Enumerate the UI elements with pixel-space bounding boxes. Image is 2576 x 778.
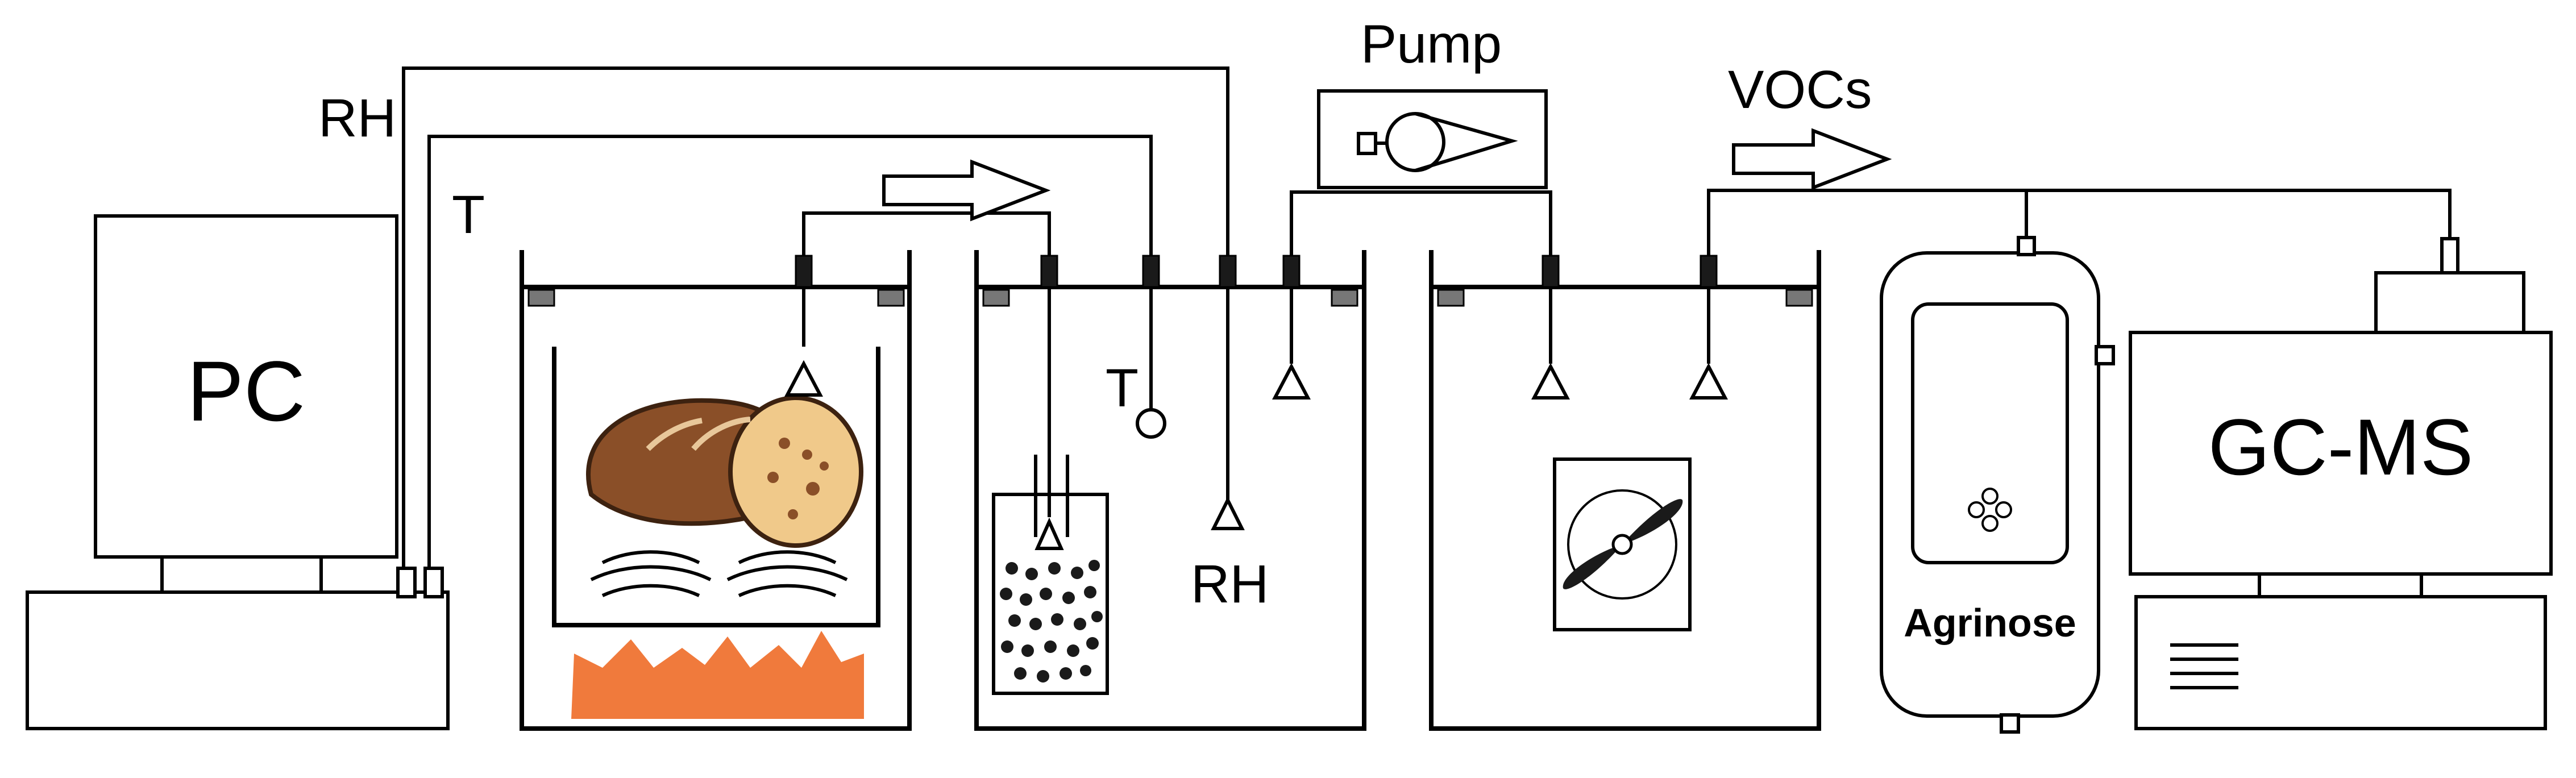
gc-ms-stand (2258, 572, 2423, 598)
port-adsorbent (1040, 255, 1058, 288)
fan-icon (1553, 457, 1692, 631)
lid-seal-left (982, 289, 1010, 307)
t-cable-label: T (452, 185, 485, 245)
sensor-chamber-walls (974, 250, 1366, 731)
lid-seal-right (1785, 289, 1813, 307)
port-pump-return (1542, 255, 1560, 288)
rh-probe-label: RH (1191, 554, 1269, 614)
inlet-funnel-icon (1689, 363, 1728, 400)
pc-monitor (94, 214, 398, 559)
lid-seal-right (1331, 289, 1358, 307)
baking-chamber-port (795, 255, 813, 288)
gc-ms-injector (2374, 271, 2525, 334)
rh-cable-label: RH (318, 88, 396, 148)
vocs-label: VOCs (1728, 60, 1872, 120)
pc-unit: PC (26, 214, 450, 730)
gc-ms-label: GC-MS (2208, 402, 2474, 492)
inlet-funnel-icon (1531, 363, 1570, 400)
agrinose-device: Agrinose (1880, 236, 2115, 734)
gc-ms-unit: GC-MS (2129, 237, 2553, 730)
t-probe-label: T (1106, 358, 1139, 418)
adsorbent-beads-icon (1000, 560, 1103, 683)
sensor-chamber: T RH (974, 250, 1366, 731)
inlet-funnel-icon (784, 360, 823, 397)
gc-ms-body (2129, 331, 2553, 576)
flame-icon (571, 631, 864, 719)
gc-ms-base (2134, 595, 2547, 730)
baking-chamber (520, 250, 912, 731)
agrinose-label: Agrinose (1904, 601, 2076, 645)
port-vocs-out (1700, 255, 1718, 288)
pump: Pump (1317, 14, 1548, 189)
mixing-chamber (1429, 250, 1821, 731)
inlet-funnel-icon (1034, 517, 1064, 550)
vent-icon (2170, 643, 2238, 689)
agrinose-screen (1911, 302, 2069, 564)
rh-probe (1211, 496, 1245, 530)
flow-arrow-icon (1732, 128, 1892, 190)
sensor-array-icon (1968, 488, 2012, 532)
agrinose-side-port (2095, 345, 2115, 365)
port-t (1142, 255, 1160, 288)
port-outlet (1282, 255, 1301, 288)
lid-seal-left (527, 289, 555, 307)
agrinose-inlet (2017, 236, 2036, 256)
mixing-chamber-walls (1429, 250, 1821, 731)
pc-port-rh (396, 567, 417, 598)
t-probe (1136, 408, 1166, 439)
pc-monitor-stand (160, 555, 323, 594)
gc-ms-inlet (2440, 237, 2459, 274)
steam-icon (590, 550, 848, 597)
pc-port-t (423, 567, 444, 598)
pipe-chamber1-to-chamber2 (802, 211, 1051, 256)
pc-base (26, 590, 450, 730)
pipe-vocs-out (1707, 189, 2452, 256)
port-rh (1219, 255, 1237, 288)
pump-label: Pump (1361, 14, 1502, 74)
flow-arrow-icon (882, 159, 1051, 222)
lid-seal-left (1437, 289, 1465, 307)
baking-tray (552, 347, 880, 627)
lid-seal-right (877, 289, 905, 307)
baking-chamber-walls (520, 250, 912, 731)
pc-label: PC (187, 343, 305, 439)
agrinose-bottom-port (2000, 713, 2020, 734)
inlet-funnel-icon (1272, 363, 1311, 400)
bread-icon (586, 396, 863, 548)
pipe-chamber2-to-pump (1290, 190, 1552, 256)
